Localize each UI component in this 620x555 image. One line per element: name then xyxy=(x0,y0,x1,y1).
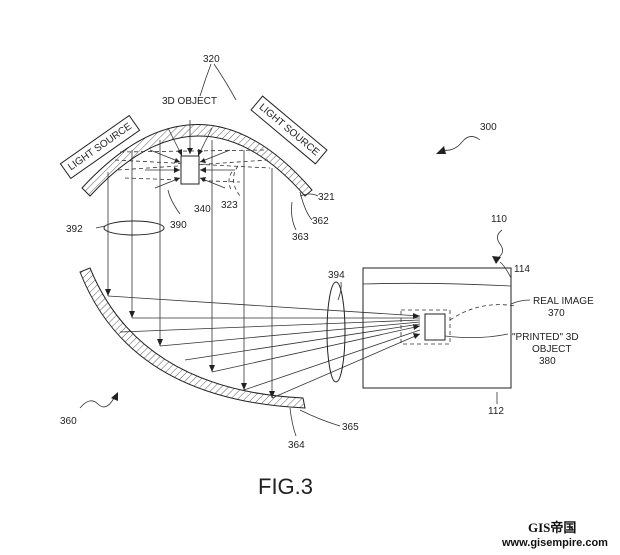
label-340: 340 xyxy=(194,204,211,215)
label-364: 364 xyxy=(288,440,305,451)
label-370: 370 xyxy=(548,308,565,319)
label-323: 323 xyxy=(221,200,238,211)
object-3d xyxy=(145,120,235,189)
label-110: 110 xyxy=(491,214,507,225)
vertical-rays xyxy=(107,140,273,398)
real-image xyxy=(400,304,516,345)
ref-arrow-360 xyxy=(79,392,118,409)
label-300: 300 xyxy=(480,122,497,133)
label-380: 380 xyxy=(539,356,556,367)
label-320: 320 xyxy=(203,54,220,65)
lower-mirror xyxy=(79,267,306,409)
dashed-element-323 xyxy=(228,165,241,197)
label-390: 390 xyxy=(170,220,187,231)
ref-arrow-300 xyxy=(436,136,481,154)
vertical-ray-arrows xyxy=(105,289,275,398)
label-394: 394 xyxy=(328,270,345,281)
display-box xyxy=(362,267,512,389)
label-real-image: REAL IMAGE xyxy=(533,296,594,307)
label-object: OBJECT xyxy=(532,344,571,355)
converging-rays xyxy=(107,295,421,399)
watermark-url: www.gisempire.com xyxy=(501,537,608,549)
label-363: 363 xyxy=(292,232,309,243)
leader-lines xyxy=(95,63,531,437)
label-112: 112 xyxy=(488,406,504,417)
watermark-logo-text: GIS帝国 xyxy=(528,520,576,535)
label-114: 114 xyxy=(514,264,530,275)
converging-ray-arrows xyxy=(413,313,420,339)
figure-caption: FIG.3 xyxy=(258,474,313,499)
lens-394 xyxy=(326,281,346,383)
ref-arrow-110 xyxy=(492,229,503,264)
upper-mirror xyxy=(81,124,313,197)
label-362: 362 xyxy=(312,216,329,227)
label-360: 360 xyxy=(60,416,77,427)
label-365: 365 xyxy=(342,422,359,433)
label-321: 321 xyxy=(318,192,335,203)
label-392: 392 xyxy=(66,224,83,235)
label-printed: "PRINTED" 3D xyxy=(512,332,579,343)
label-3d-object: 3D OBJECT xyxy=(162,96,217,107)
lens-392 xyxy=(103,220,165,236)
light-source-left-label: LIGHT SOURCE xyxy=(66,121,134,173)
